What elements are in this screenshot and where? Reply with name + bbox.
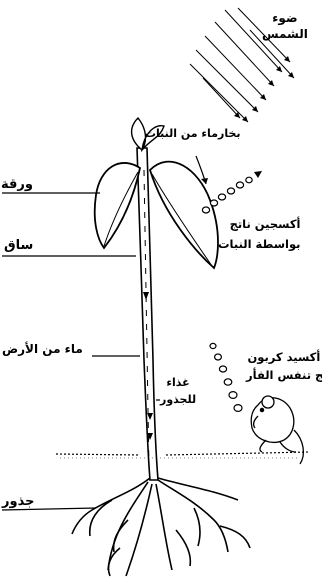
soil-surface xyxy=(56,452,310,458)
label-co2: ي أكسيد كربون ناتج تنفس الفأر xyxy=(246,348,322,384)
oxygen-arrowhead xyxy=(254,171,262,178)
label-oxygen: أكسجين ناتج بواسطة النبات xyxy=(218,214,300,254)
label-food-line2: للجذور xyxy=(160,391,196,408)
label-stem: ساق xyxy=(4,238,33,253)
label-water-vapor: بخارماء من النبات xyxy=(145,126,241,141)
co2-bubbles xyxy=(210,343,242,411)
label-food-line1: غذاء xyxy=(160,374,196,391)
plant-roots xyxy=(72,478,250,576)
label-sunlight-line1: ضوء xyxy=(262,10,308,26)
mouse xyxy=(251,396,303,464)
label-sunlight: ضوء الشمس xyxy=(262,10,308,42)
label-co2-line1: ي أكسيد كربون xyxy=(246,348,322,366)
label-oxygen-line1: أكسجين ناتج xyxy=(218,214,300,234)
plant-stem xyxy=(137,148,158,480)
label-water-from-soil: ماء من الأرض xyxy=(2,342,83,357)
label-sunlight-line2: الشمس xyxy=(262,26,308,42)
label-food-for-roots: غذاء للجذور xyxy=(160,374,196,408)
label-oxygen-line2: بواسطة النبات xyxy=(218,234,300,254)
sunlight-arrowheads xyxy=(234,56,294,122)
plant-leaf-left xyxy=(95,163,140,248)
label-roots: جذور xyxy=(2,494,34,509)
label-co2-line2: ناتج تنفس الفأر xyxy=(246,366,322,384)
plant-leaf-right xyxy=(150,162,218,268)
label-leaf: ورقة xyxy=(1,177,33,192)
